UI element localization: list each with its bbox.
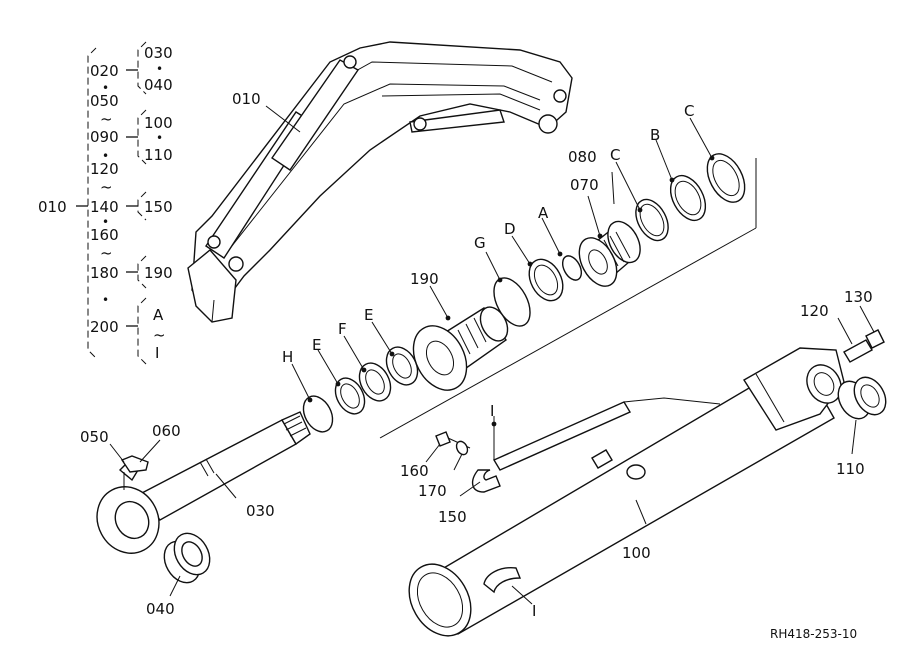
tree-g2-sub-a: 100 bbox=[144, 114, 173, 132]
label-190: 190 bbox=[410, 270, 439, 288]
label-H: H bbox=[282, 348, 293, 366]
label-080: 080 bbox=[568, 148, 597, 166]
reference-code: RH418-253-10 bbox=[770, 627, 857, 641]
tree-tilde-1: ~ bbox=[100, 110, 113, 128]
frame-lines bbox=[379, 158, 757, 439]
tree-g3-sub: 150 bbox=[144, 198, 173, 216]
label-110: 110 bbox=[836, 460, 865, 478]
bushing-040 bbox=[163, 532, 211, 584]
label-050: 050 bbox=[80, 428, 109, 446]
label-F: F bbox=[338, 320, 347, 338]
callout-labels: 010 030 040 050 060 070 080 100 110 120 … bbox=[80, 90, 873, 620]
tree-g4-a: 160 bbox=[90, 226, 119, 244]
tree-g5-sub-b: I bbox=[155, 344, 159, 362]
tree-g1-sub-a: 030 bbox=[144, 44, 173, 62]
label-030: 030 bbox=[246, 502, 275, 520]
leader-lines bbox=[109, 105, 875, 605]
boom-drawing bbox=[187, 41, 573, 323]
tree-dot-3: • bbox=[102, 215, 109, 229]
tree-g2-b: 090 bbox=[90, 128, 119, 146]
label-E-2: E bbox=[364, 306, 373, 324]
tree-g1-dot: • bbox=[156, 62, 163, 76]
tree-g2-a: 050 bbox=[90, 92, 119, 110]
label-C-1: C bbox=[610, 146, 620, 164]
label-D: D bbox=[504, 220, 516, 238]
label-I-2: I bbox=[532, 602, 536, 620]
tree-g2-sub-b: 110 bbox=[144, 146, 173, 164]
tree-tilde-2: ~ bbox=[100, 178, 113, 196]
label-070: 070 bbox=[570, 176, 599, 194]
tree-dot-2: • bbox=[102, 149, 109, 163]
label-130: 130 bbox=[844, 288, 873, 306]
tree-g5: 200 bbox=[90, 318, 119, 336]
label-I-1: I bbox=[490, 402, 494, 420]
label-A: A bbox=[538, 204, 549, 222]
label-E-1: E bbox=[312, 336, 321, 354]
tree-g1-sub-b: 040 bbox=[144, 76, 173, 94]
tree-tilde-4: ~ bbox=[153, 326, 166, 344]
bolts bbox=[435, 431, 471, 456]
cylinder-tube bbox=[408, 329, 887, 637]
label-C-2: C bbox=[684, 102, 694, 120]
label-010: 010 bbox=[232, 90, 261, 108]
seal-rings bbox=[302, 346, 419, 433]
label-100: 100 bbox=[622, 544, 651, 562]
tree-g4-b: 180 bbox=[90, 264, 119, 282]
label-120: 120 bbox=[800, 302, 829, 320]
tree-g5-sub-a: A bbox=[153, 306, 164, 324]
tree-root: 010 bbox=[38, 198, 67, 216]
tree-g4-sub: 190 bbox=[144, 264, 173, 282]
label-G: G bbox=[474, 234, 486, 252]
tree-g3-a: 120 bbox=[90, 160, 119, 178]
label-B: B bbox=[650, 126, 660, 144]
tree-g2-dot: • bbox=[156, 131, 163, 145]
label-160: 160 bbox=[400, 462, 429, 480]
label-170: 170 bbox=[418, 482, 447, 500]
tree-dot-4: • bbox=[102, 293, 109, 307]
leader-dots bbox=[307, 155, 715, 427]
tree-g3-b: 140 bbox=[90, 198, 119, 216]
tree-g1: 020 bbox=[90, 62, 119, 80]
parts-tree: 010 020 030 • 040 • 050 ~ 090 100 • 110 … bbox=[38, 41, 173, 365]
tree-dot-1: • bbox=[102, 81, 109, 95]
label-060: 060 bbox=[152, 422, 181, 440]
label-040: 040 bbox=[146, 600, 175, 618]
label-150: 150 bbox=[438, 508, 467, 526]
gland-190 bbox=[412, 306, 509, 391]
piston-parts bbox=[493, 153, 746, 327]
tree-tilde-3: ~ bbox=[100, 244, 113, 262]
